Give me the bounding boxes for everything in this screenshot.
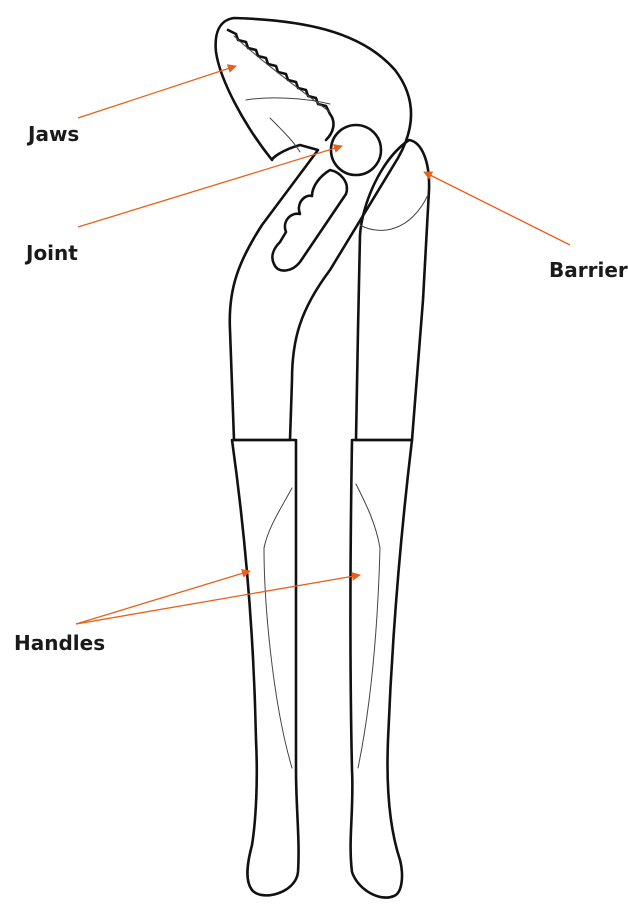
label-jaws: Jaws (28, 122, 79, 146)
adjustment-slot (272, 170, 347, 271)
left-handle (232, 440, 299, 895)
handles-arrow-left (76, 571, 250, 624)
jaws-arrow (78, 66, 236, 118)
barrier-arm (356, 140, 429, 440)
front-arm (216, 18, 412, 440)
joint-pivot (331, 125, 381, 175)
right-handle (351, 440, 413, 898)
jaw-teeth (228, 30, 333, 140)
label-barrier: Barrier (549, 258, 628, 282)
barrier-arrow (424, 172, 570, 245)
label-joint: Joint (26, 241, 78, 265)
handles-arrow-right (76, 575, 360, 624)
label-handles: Handles (14, 631, 105, 655)
pliers-illustration (216, 18, 429, 898)
joint-arrow (78, 146, 342, 227)
callout-arrows (76, 66, 570, 624)
